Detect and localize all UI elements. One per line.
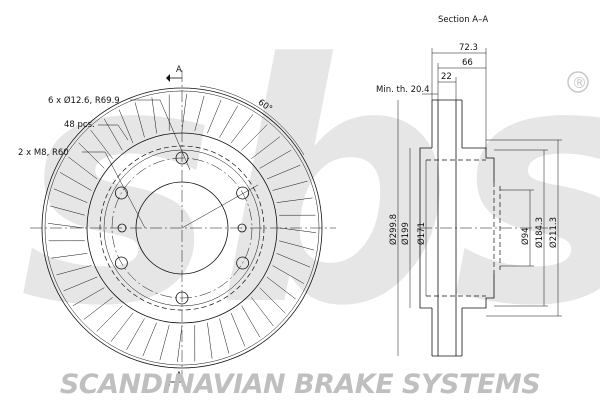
cooling-vane [241, 305, 261, 338]
cooling-vane [151, 97, 157, 134]
vanes-label: 48 pcs. [64, 120, 95, 130]
dim-inner-hat: Ø184.3 [534, 217, 545, 248]
hat-top [462, 147, 495, 182]
cooling-vane [159, 325, 170, 361]
cooling-vane [53, 188, 88, 203]
cooling-vane [90, 129, 113, 159]
cooling-vane [266, 276, 296, 300]
dim-overall-hat: Ø211.3 [548, 217, 559, 248]
cooling-vane [194, 95, 205, 131]
cooling-vane [272, 265, 305, 284]
min-thickness-label: Min. th. 20.4 [376, 85, 430, 95]
hat-bottom [462, 274, 495, 309]
dim-hat: Ø171 [416, 222, 427, 245]
cooling-vanes [48, 94, 316, 362]
cooling-vane [72, 287, 105, 307]
cooling-vane [230, 114, 254, 144]
brand-name: SCANDINAVIAN BRAKE SYSTEMS [60, 369, 540, 400]
cooling-vane [251, 297, 274, 327]
cooling-vane [63, 276, 98, 292]
bolt-hole [114, 256, 128, 270]
dim-hat-depth: 66 [462, 58, 473, 68]
bolt-hole [114, 186, 128, 200]
section-marker-bottom: A [176, 371, 182, 381]
section-view: Section A–A 72.3 66 22 Min. th. 20.4 [376, 15, 562, 357]
dim-disc-thickness: 22 [441, 72, 452, 82]
cooling-vane [279, 240, 315, 251]
section-marker-top: A [176, 65, 182, 75]
cooling-vane [259, 149, 292, 169]
cooling-vane [78, 142, 105, 169]
cooling-vane [51, 253, 88, 259]
cooling-vane [110, 312, 134, 342]
angle-ray [181, 184, 259, 229]
cooling-vane [142, 322, 157, 357]
cooling-vane [272, 180, 308, 191]
dim-outer: Ø299.8 [388, 214, 399, 245]
cooling-vane [207, 322, 213, 359]
cooling-vane [83, 297, 113, 320]
angle-arc [199, 85, 305, 156]
section-marker-bottom-arrow [166, 378, 170, 386]
threads-label: 2 x M8, R60 [18, 148, 69, 158]
disc-profile [419, 99, 548, 357]
cooling-vane [276, 253, 311, 268]
bolt-hole [236, 256, 250, 270]
cooling-vane [230, 312, 246, 347]
cooling-vane [49, 205, 85, 216]
registered-mark-circle [567, 71, 589, 93]
cooling-vane [48, 223, 85, 229]
cooling-vane [103, 118, 123, 151]
cooling-vane [207, 99, 222, 134]
threads-leader [82, 151, 146, 229]
diameter-dimensions: Ø299.8 Ø199 Ø171 Ø94 Ø184.3 Ø211.3 [388, 100, 562, 356]
cooling-vane [126, 318, 145, 351]
cooling-vane [219, 105, 238, 138]
cooling-vane [118, 109, 134, 144]
dim-inner: Ø199 [400, 222, 411, 245]
registered-mark: ® [572, 74, 587, 92]
dim-center-bore: Ø94 [520, 227, 531, 245]
cooling-vane [96, 305, 123, 332]
holes-label: 6 x Ø12.6, R69.9 [48, 95, 120, 106]
cooling-vane [68, 156, 98, 180]
vanes-leader [98, 124, 129, 141]
cooling-vane [251, 136, 281, 159]
cooling-vane [59, 172, 92, 191]
cooling-vane [241, 124, 268, 151]
cooling-vane [56, 265, 92, 276]
front-view: 60° A A 6 x Ø12.6, R69.9 48 pcs. 2 x M8,… [18, 65, 336, 386]
section-marker-top-arrow [166, 74, 170, 82]
cooling-vane [177, 325, 183, 362]
section-title: Section A–A [438, 15, 488, 25]
dim-overall-width: 72.3 [459, 43, 478, 53]
cooling-vane [134, 102, 145, 138]
bolt-hole [236, 186, 250, 200]
cooling-vane [181, 94, 187, 131]
cooling-vane [259, 287, 286, 314]
cooling-vane [276, 197, 313, 203]
cooling-vane [266, 164, 301, 180]
cooling-vane [219, 318, 230, 354]
cooling-vane [279, 227, 316, 233]
holes-leader [130, 99, 191, 171]
